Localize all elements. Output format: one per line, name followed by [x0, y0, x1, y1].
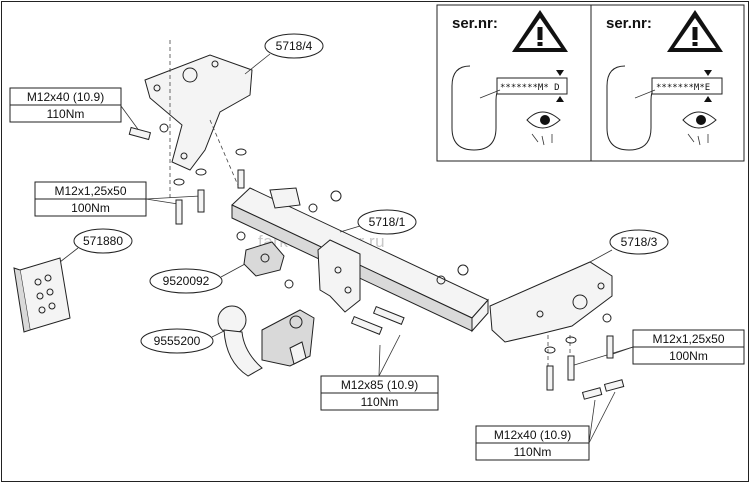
bracket-left	[144, 40, 253, 200]
bolts-bottom-right	[581, 379, 625, 400]
spec-center: M12x85 (10.9) 110Nm	[320, 375, 439, 411]
part-number-crossbar: 5718/1	[369, 215, 406, 229]
bracket-right	[489, 261, 613, 380]
socket-plate	[236, 231, 285, 277]
spec-top-left: M12x40 (10.9) 110Nm	[9, 87, 122, 123]
serial-panels: ser.nr: *******M* D ser.nr:	[436, 4, 745, 162]
serial-panel-2: ser.nr: *******M*E	[606, 10, 723, 151]
serial-plate-1	[496, 77, 568, 95]
spec-center-size: M12x85 (10.9)	[341, 378, 418, 392]
part-number-socket-plate: 9520092	[163, 274, 210, 288]
warning-triangle-icon	[512, 10, 568, 52]
spec-bottom-right-size: M12x40 (10.9)	[494, 428, 571, 442]
label-socket-plate	[149, 268, 223, 294]
spec-bottom-right-torque: 110Nm	[514, 445, 552, 459]
serial-label-1: ser.nr:	[452, 15, 498, 32]
warning-triangle-icon	[667, 10, 723, 52]
spec-right: M12x1,25x50 100Nm	[632, 329, 745, 365]
spec-top-left-size: M12x40 (10.9)	[27, 90, 104, 104]
serial-label-2: ser.nr:	[606, 15, 652, 32]
eye-icon	[682, 111, 717, 146]
part-number-wiring-kit: 571880	[83, 234, 123, 248]
spec-right-torque: 100Nm	[669, 349, 708, 363]
bolt-top-left	[128, 123, 169, 141]
serial-plate-2	[651, 77, 723, 95]
spec-top-left-torque: 110Nm	[47, 107, 85, 121]
eye-icon	[526, 111, 561, 146]
part-number-bracket-right: 5718/3	[621, 235, 658, 249]
bolts-right	[544, 313, 614, 391]
label-tow-ball	[140, 328, 214, 354]
label-bracket-right	[609, 229, 669, 255]
label-bracket-left	[264, 33, 324, 59]
bolts-center	[350, 305, 405, 335]
crossbar	[231, 187, 489, 333]
spec-bottom-right: M12x40 (10.9) 110Nm	[475, 425, 590, 461]
serial-code-1: *******M* D	[500, 83, 560, 93]
spec-right-size: M12x1,25x50	[652, 332, 724, 346]
spec-center-torque: 110Nm	[361, 395, 399, 409]
bolts-mid-left	[173, 148, 247, 225]
part-number-bracket-left: 5718/4	[276, 39, 313, 53]
wiring-kit-bag	[13, 257, 71, 333]
nuts-crossbar	[284, 190, 469, 289]
label-crossbar	[357, 209, 417, 235]
serial-code-2: *******M*E	[656, 83, 710, 93]
spec-mid-left-size: M12x1,25x50	[54, 184, 126, 198]
spec-mid-left: M12x1,25x50 100Nm	[34, 181, 147, 217]
serial-panel-1: ser.nr: *******M* D	[451, 10, 568, 151]
label-wiring-kit	[73, 228, 133, 254]
tow-ball	[217, 305, 315, 377]
part-number-tow-ball: 9555200	[154, 334, 201, 348]
spec-mid-left-torque: 100Nm	[71, 201, 110, 215]
